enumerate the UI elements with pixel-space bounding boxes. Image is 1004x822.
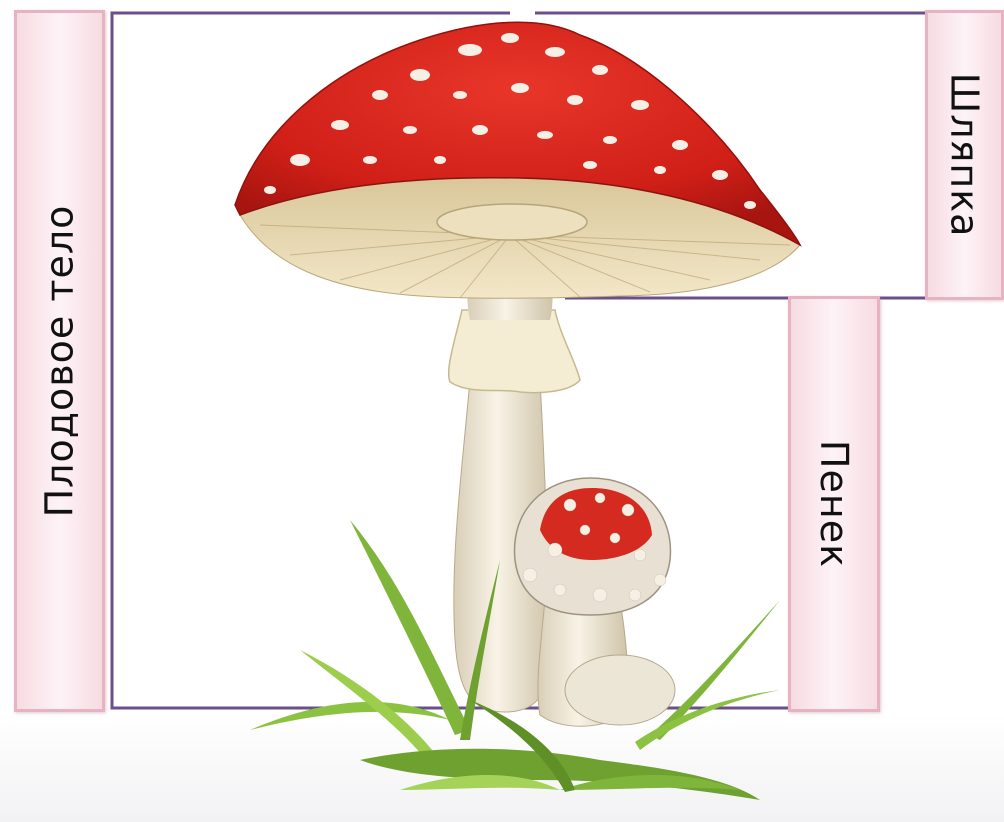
large-mushroom [235, 22, 800, 712]
small-mushroom [515, 478, 675, 726]
label-cap-box: Шляпка [925, 10, 1004, 300]
label-stem: Пенек [812, 440, 856, 568]
label-fruit-body: Плодовое тело [38, 205, 82, 518]
label-fruit-body-box: Плодовое тело [14, 10, 105, 712]
stem-top-collar [437, 204, 587, 240]
label-cap: Шляпка [943, 73, 987, 238]
label-stem-box: Пенек [788, 296, 880, 712]
stem-ring [449, 310, 580, 393]
small-volva [565, 655, 675, 725]
